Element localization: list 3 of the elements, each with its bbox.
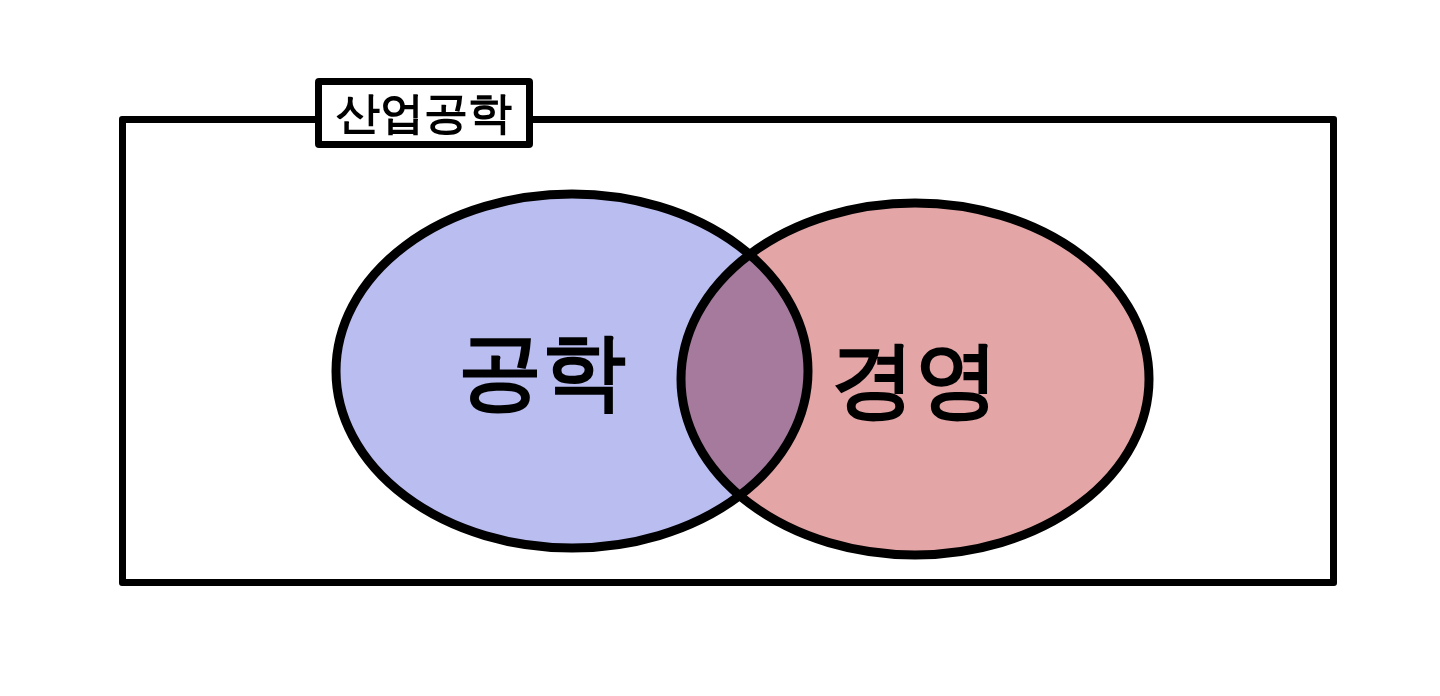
- circle-label: 경영: [831, 331, 999, 427]
- circle-label: 공학: [458, 323, 626, 419]
- frame-heading: 산업공학: [315, 78, 533, 148]
